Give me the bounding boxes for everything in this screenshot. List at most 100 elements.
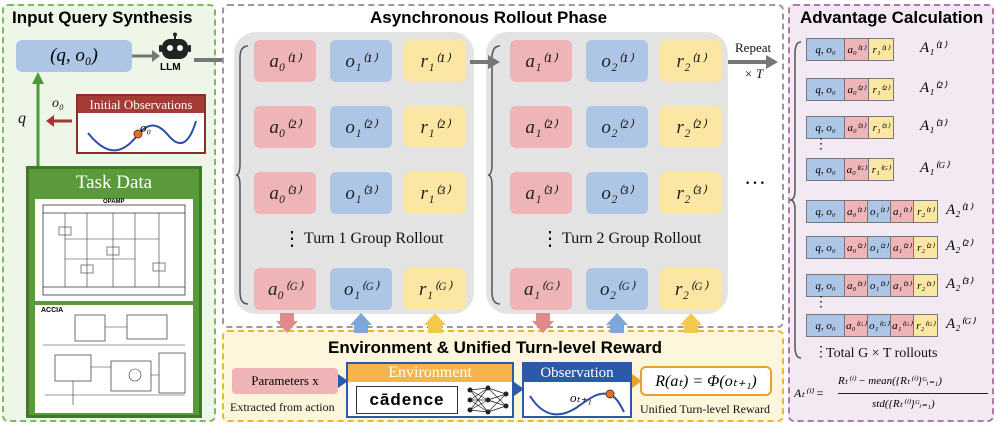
advantage-brace-icon [790, 41, 802, 359]
turn2-action-3: a₁⁽³⁾ [510, 172, 572, 214]
turn2-reward-1: r₂⁽¹⁾ [660, 40, 722, 82]
turn1-action-2: a₀⁽²⁾ [254, 106, 316, 148]
advantage-formula: Aₜ⁽ⁱ⁾ = Rₜ⁽ⁱ⁾ − mean({Rₜ⁽ⁱ⁾}ᴳᵢ₌₁) std({R… [794, 372, 992, 420]
initial-observations-point-label: o₀ [140, 120, 152, 135]
adv-turn1-value-2: A₁⁽²⁾ [920, 80, 947, 96]
parameters-label: Parameters x [251, 373, 319, 388]
adv-cell: a₀⁽³⁾ [845, 117, 869, 138]
cadence-logo-text: cādence [369, 390, 445, 409]
env-to-observation-arrow [514, 382, 524, 396]
adv-cell: a₁⁽ᴳ⁾ [891, 315, 914, 336]
formula-denominator: std({Rₜ⁽ⁱ⁾}ᴳᵢ₌₁) [872, 398, 935, 410]
turn1-brace-icon [236, 45, 249, 305]
opamp-label: OPAMP [103, 199, 125, 205]
adv-turn1-value-G: A₁⁽ᴳ⁾ [920, 160, 949, 176]
env-arrow-reward-turn2 [680, 313, 702, 333]
adv-cell: q, o₀ [807, 159, 845, 180]
repeat-label: Repeat [735, 40, 772, 55]
observation-box-title: Observation [524, 364, 630, 382]
adv-cell: r₂⁽³⁾ [914, 275, 937, 296]
turn2-vdots: ⋮ [540, 228, 560, 250]
o0-arrow-label: o₀ [52, 96, 64, 111]
adv-turn1-row-3: q, o₀ a₀⁽³⁾ r₁⁽³⁾ [806, 116, 894, 139]
observation-to-reward-arrow [632, 374, 642, 388]
adv-cell: o₁⁽³⁾ [868, 275, 891, 296]
query-label: (q, o₀) [50, 45, 98, 66]
adv-turn1-value-3: A₁⁽³⁾ [920, 118, 947, 134]
turn1-reward-1: r₁⁽¹⁾ [404, 40, 466, 82]
environment-box: Environment cādence [346, 362, 514, 418]
adv-cell: o₁⁽ᴳ⁾ [868, 315, 891, 336]
adv-cell: r₁⁽¹⁾ [869, 39, 893, 60]
input-query-title: Input Query Synthesis [12, 8, 193, 27]
env-arrow-action-turn1 [276, 313, 298, 333]
reward-formula: R(aₜ) = Φ(oₜ₊₁) [655, 373, 757, 390]
adv-cell: q, o₀ [807, 79, 845, 100]
adv-total-vdots: ⋮ [814, 345, 828, 360]
adv-turn2-value-3: A₂⁽³⁾ [946, 276, 973, 292]
turn2-reward-2: r₂⁽²⁾ [660, 106, 722, 148]
reward-formula-box: R(aₜ) = Φ(oₜ₊₁) [640, 366, 772, 396]
turn1-observation-3: o₁⁽³⁾ [330, 172, 392, 214]
rollout-ellipsis: … [744, 164, 766, 189]
adv-cell: r₁⁽³⁾ [869, 117, 893, 138]
adv-cell: a₁⁽³⁾ [891, 275, 914, 296]
query-box: (q, o₀) [16, 40, 132, 72]
turn2-observation-3: o₂⁽³⁾ [586, 172, 648, 214]
adv-turn1-row-2: q, o₀ a₀⁽²⁾ r₁⁽²⁾ [806, 78, 894, 101]
turn2-action-2: a₁⁽²⁾ [510, 106, 572, 148]
repeat-arrow [728, 55, 778, 69]
adv-cell: q, o₀ [807, 39, 845, 60]
params-to-env-arrow [338, 374, 348, 388]
adv-turn2-value-2: A₂⁽²⁾ [946, 238, 973, 254]
turn1-reward-2: r₁⁽²⁾ [404, 106, 466, 148]
adv-cell: a₀⁽¹⁾ [845, 39, 869, 60]
llm-label: LLM [160, 62, 181, 73]
turn1-vdots: ⋮ [282, 228, 302, 250]
adv-cell: a₀⁽ᴳ⁾ [845, 159, 869, 180]
adv-turn2-row-2: q, o₀ a₀⁽²⁾ o₁⁽²⁾ a₁⁽²⁾ r₂⁽²⁾ [806, 236, 938, 259]
adv-cell: a₀⁽¹⁾ [845, 201, 868, 222]
cadence-logo: cādence [356, 386, 458, 414]
turn2-reward-G: r₂⁽ᴳ⁾ [660, 268, 722, 310]
environment-box-title: Environment [348, 364, 512, 382]
adv-cell: a₀⁽²⁾ [845, 79, 869, 100]
turn1-action-3: a₀⁽³⁾ [254, 172, 316, 214]
adv-turn2-row-1: q, o₀ a₀⁽¹⁾ o₁⁽¹⁾ a₁⁽¹⁾ r₂⁽¹⁾ [806, 200, 938, 223]
adv-cell: a₀⁽²⁾ [845, 237, 868, 258]
adv-cell: a₁⁽²⁾ [891, 237, 914, 258]
turn1-action-1: a₀⁽¹⁾ [254, 40, 316, 82]
adv-turn2-row-3: q, o₀ a₀⁽³⁾ o₁⁽³⁾ a₁⁽³⁾ r₂⁽³⁾ [806, 274, 938, 297]
turn1-action-G: a₀⁽ᴳ⁾ [254, 268, 316, 310]
initial-observations-title: Initial Observations [78, 96, 204, 113]
adv-cell: r₁⁽²⁾ [869, 79, 893, 100]
turn2-observation-1: o₂⁽¹⁾ [586, 40, 648, 82]
initial-observations-box: Initial Observations o₀ [76, 94, 206, 154]
env-arrow-obs-turn1 [350, 313, 372, 333]
turn2-brace-icon [488, 45, 501, 305]
adv-cell: q, o₀ [807, 117, 845, 138]
adv-turn1-row-1: q, o₀ a₀⁽¹⁾ r₁⁽¹⁾ [806, 38, 894, 61]
rollout-title: Asynchronous Rollout Phase [370, 8, 608, 27]
q-up-arrow [32, 72, 44, 166]
advantage-title: Advantage Calculation [800, 8, 984, 27]
adv-turn1-row-G: q, o₀ a₀⁽ᴳ⁾ r₁⁽ᴳ⁾ [806, 158, 894, 181]
turn1-to-turn2-arrow [470, 55, 500, 69]
o0-left-arrow [46, 115, 72, 127]
adv-cell: a₀⁽³⁾ [845, 275, 868, 296]
env-arrow-obs-turn2 [606, 313, 628, 333]
turn1-caption: Turn 1 Group Rollout [304, 230, 444, 247]
adv-cell: q, o₀ [807, 315, 845, 336]
adv-turn2-row-G: q, o₀ a₀⁽ᴳ⁾ o₁⁽ᴳ⁾ a₁⁽ᴳ⁾ r₂⁽ᴳ⁾ [806, 314, 938, 337]
turn1-observation-1: o₁⁽¹⁾ [330, 40, 392, 82]
adv-turn1-value-1: A₁⁽¹⁾ [920, 40, 947, 56]
turn2-action-G: a₁⁽ᴳ⁾ [510, 268, 572, 310]
turn2-action-1: a₁⁽¹⁾ [510, 40, 572, 82]
schematic-opamp: OPAMP [35, 199, 193, 301]
neural-network-icon [467, 385, 509, 415]
adv-cell: o₁⁽¹⁾ [868, 201, 891, 222]
query-to-llm-arrow [132, 50, 160, 62]
initial-observations-curve-icon [87, 120, 197, 152]
adv-turn2-value-1: A₂⁽¹⁾ [946, 202, 973, 218]
adv-cell: a₀⁽ᴳ⁾ [845, 315, 868, 336]
